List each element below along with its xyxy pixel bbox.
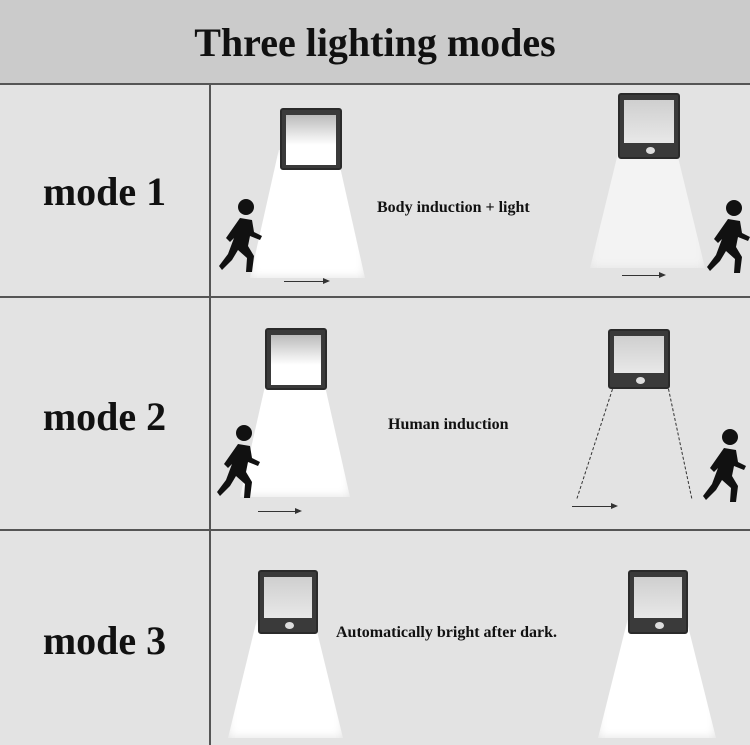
mode-3-label: mode 3	[42, 618, 167, 663]
divider	[0, 83, 750, 85]
light-beam	[228, 620, 343, 738]
light-beam-dim	[590, 150, 705, 268]
title-banner: Three lighting modes	[0, 0, 750, 84]
sensor-range-line	[576, 389, 613, 499]
arrow-icon	[258, 508, 302, 514]
divider	[0, 296, 750, 298]
mode-3-caption: Automatically bright after dark.	[336, 624, 558, 641]
person-icon	[216, 424, 262, 500]
arrow-icon	[572, 503, 618, 509]
mode-1-caption: Body induction + light	[377, 199, 530, 216]
lamp-off	[608, 329, 670, 389]
person-icon	[702, 428, 748, 504]
sensor-range-line	[668, 388, 693, 499]
person-icon	[706, 199, 750, 275]
person-icon	[218, 198, 264, 274]
lamp-on	[280, 108, 342, 170]
lamp	[258, 570, 318, 634]
mode-1-label: mode 1	[42, 169, 167, 214]
divider	[0, 529, 750, 531]
mode-2-caption: Human induction	[388, 416, 509, 433]
page-title: Three lighting modes	[194, 19, 556, 65]
mode-2-label: mode 2	[42, 394, 167, 439]
lamp-on	[265, 328, 327, 390]
lamp-off	[618, 93, 680, 159]
light-beam	[598, 620, 716, 738]
arrow-icon	[622, 272, 666, 278]
divider	[209, 84, 211, 745]
lamp	[628, 570, 688, 634]
arrow-icon	[284, 278, 330, 284]
